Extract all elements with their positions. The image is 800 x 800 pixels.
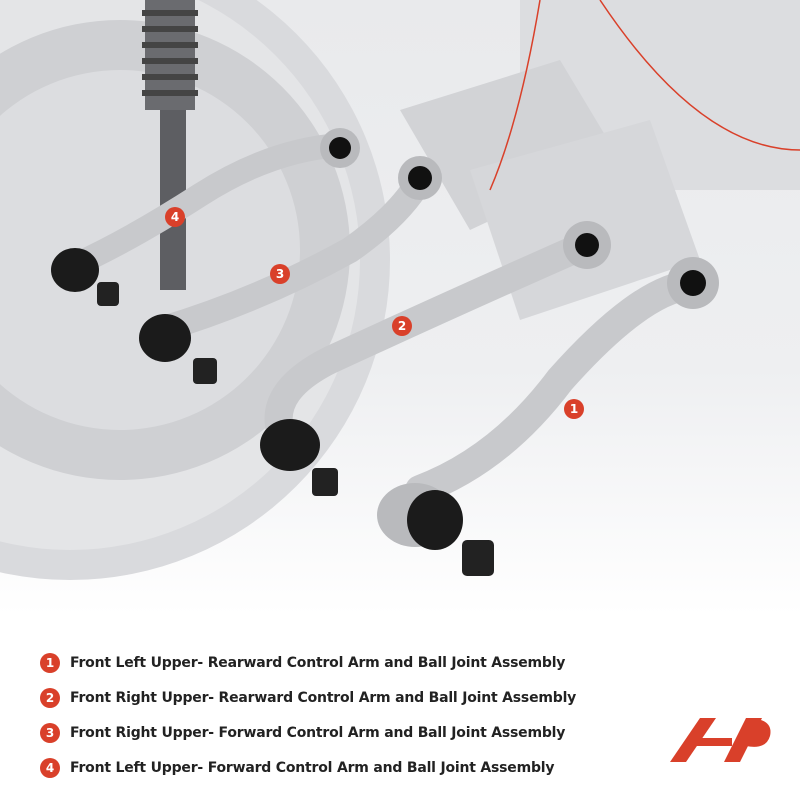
parts-legend: 1 Front Left Upper- Rearward Control Arm… [40, 650, 576, 790]
legend-item: 4 Front Left Upper- Forward Control Arm … [40, 755, 576, 781]
callout-badge-1: 1 [564, 399, 584, 419]
callout-badge-4: 4 [165, 207, 185, 227]
legend-label: Front Right Upper- Forward Control Arm a… [70, 725, 566, 741]
suspension-background [0, 0, 800, 580]
legend-number-badge: 1 [40, 653, 60, 673]
legend-item: 1 Front Left Upper- Rearward Control Arm… [40, 650, 576, 676]
brand-logo-icon [650, 710, 775, 770]
legend-label: Front Left Upper- Rearward Control Arm a… [70, 655, 566, 671]
product-photo: 1 2 3 4 [0, 0, 800, 615]
legend-label: Front Left Upper- Forward Control Arm an… [70, 760, 555, 776]
callout-badge-3: 3 [270, 264, 290, 284]
legend-label: Front Right Upper- Rearward Control Arm … [70, 690, 577, 706]
legend-number-badge: 4 [40, 758, 60, 778]
callout-badge-2: 2 [392, 316, 412, 336]
legend-item: 3 Front Right Upper- Forward Control Arm… [40, 720, 576, 746]
legend-number-badge: 3 [40, 723, 60, 743]
legend-item: 2 Front Right Upper- Rearward Control Ar… [40, 685, 576, 711]
legend-number-badge: 2 [40, 688, 60, 708]
